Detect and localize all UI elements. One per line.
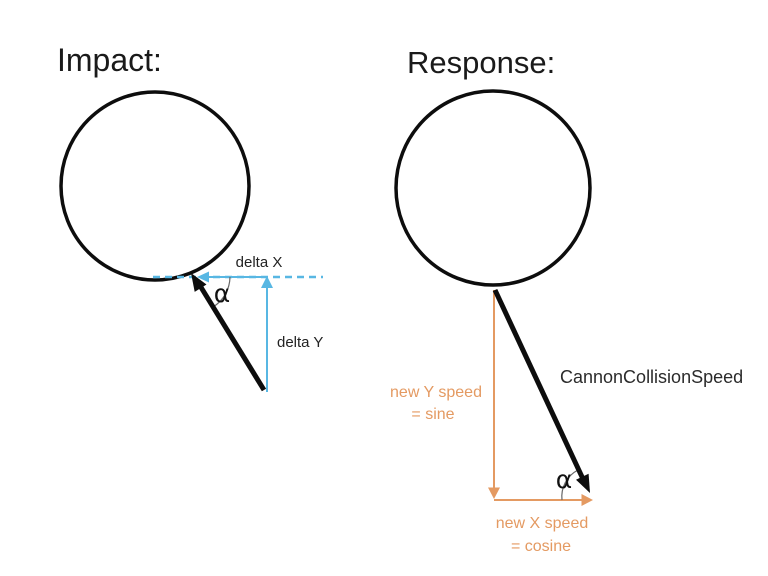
impact-vector-shaft [196,282,267,392]
response-new-y-label-line1: new Y speed [390,384,482,401]
impact-alpha-label: α [214,279,230,308]
response-angle-arc [561,469,579,501]
response-speed-label: CannonCollisionSpeed [560,367,743,387]
impact-title: Impact: [57,42,162,78]
impact-delta-x-label: delta X [236,254,283,271]
response-alpha-label: α [556,465,572,494]
response-vector-arrowhead [576,473,590,493]
impact-angle-arc [212,276,231,308]
response-new-y-label-line2: = sine [411,406,454,423]
response-new-x-arrowhead [581,494,593,506]
impact-delta-x-arrowhead [197,271,209,283]
impact-diagram: Impact: delta X delta Y α [57,42,323,392]
impact-vector-arrowhead [191,273,207,292]
response-vector-shaft [492,288,586,481]
response-diagram: Response: CannonCollisionSpeed new Y spe… [390,45,743,555]
response-new-y-arrowhead [488,487,500,499]
impact-delta-y-label: delta Y [277,334,323,351]
response-ball-circle [394,89,592,287]
response-new-x-label-line1: new X speed [496,515,589,532]
response-title: Response: [407,45,555,80]
impact-ball-circle [59,90,251,282]
impact-delta-y-arrowhead [261,276,273,288]
response-new-x-label-line2: = cosine [511,538,571,555]
